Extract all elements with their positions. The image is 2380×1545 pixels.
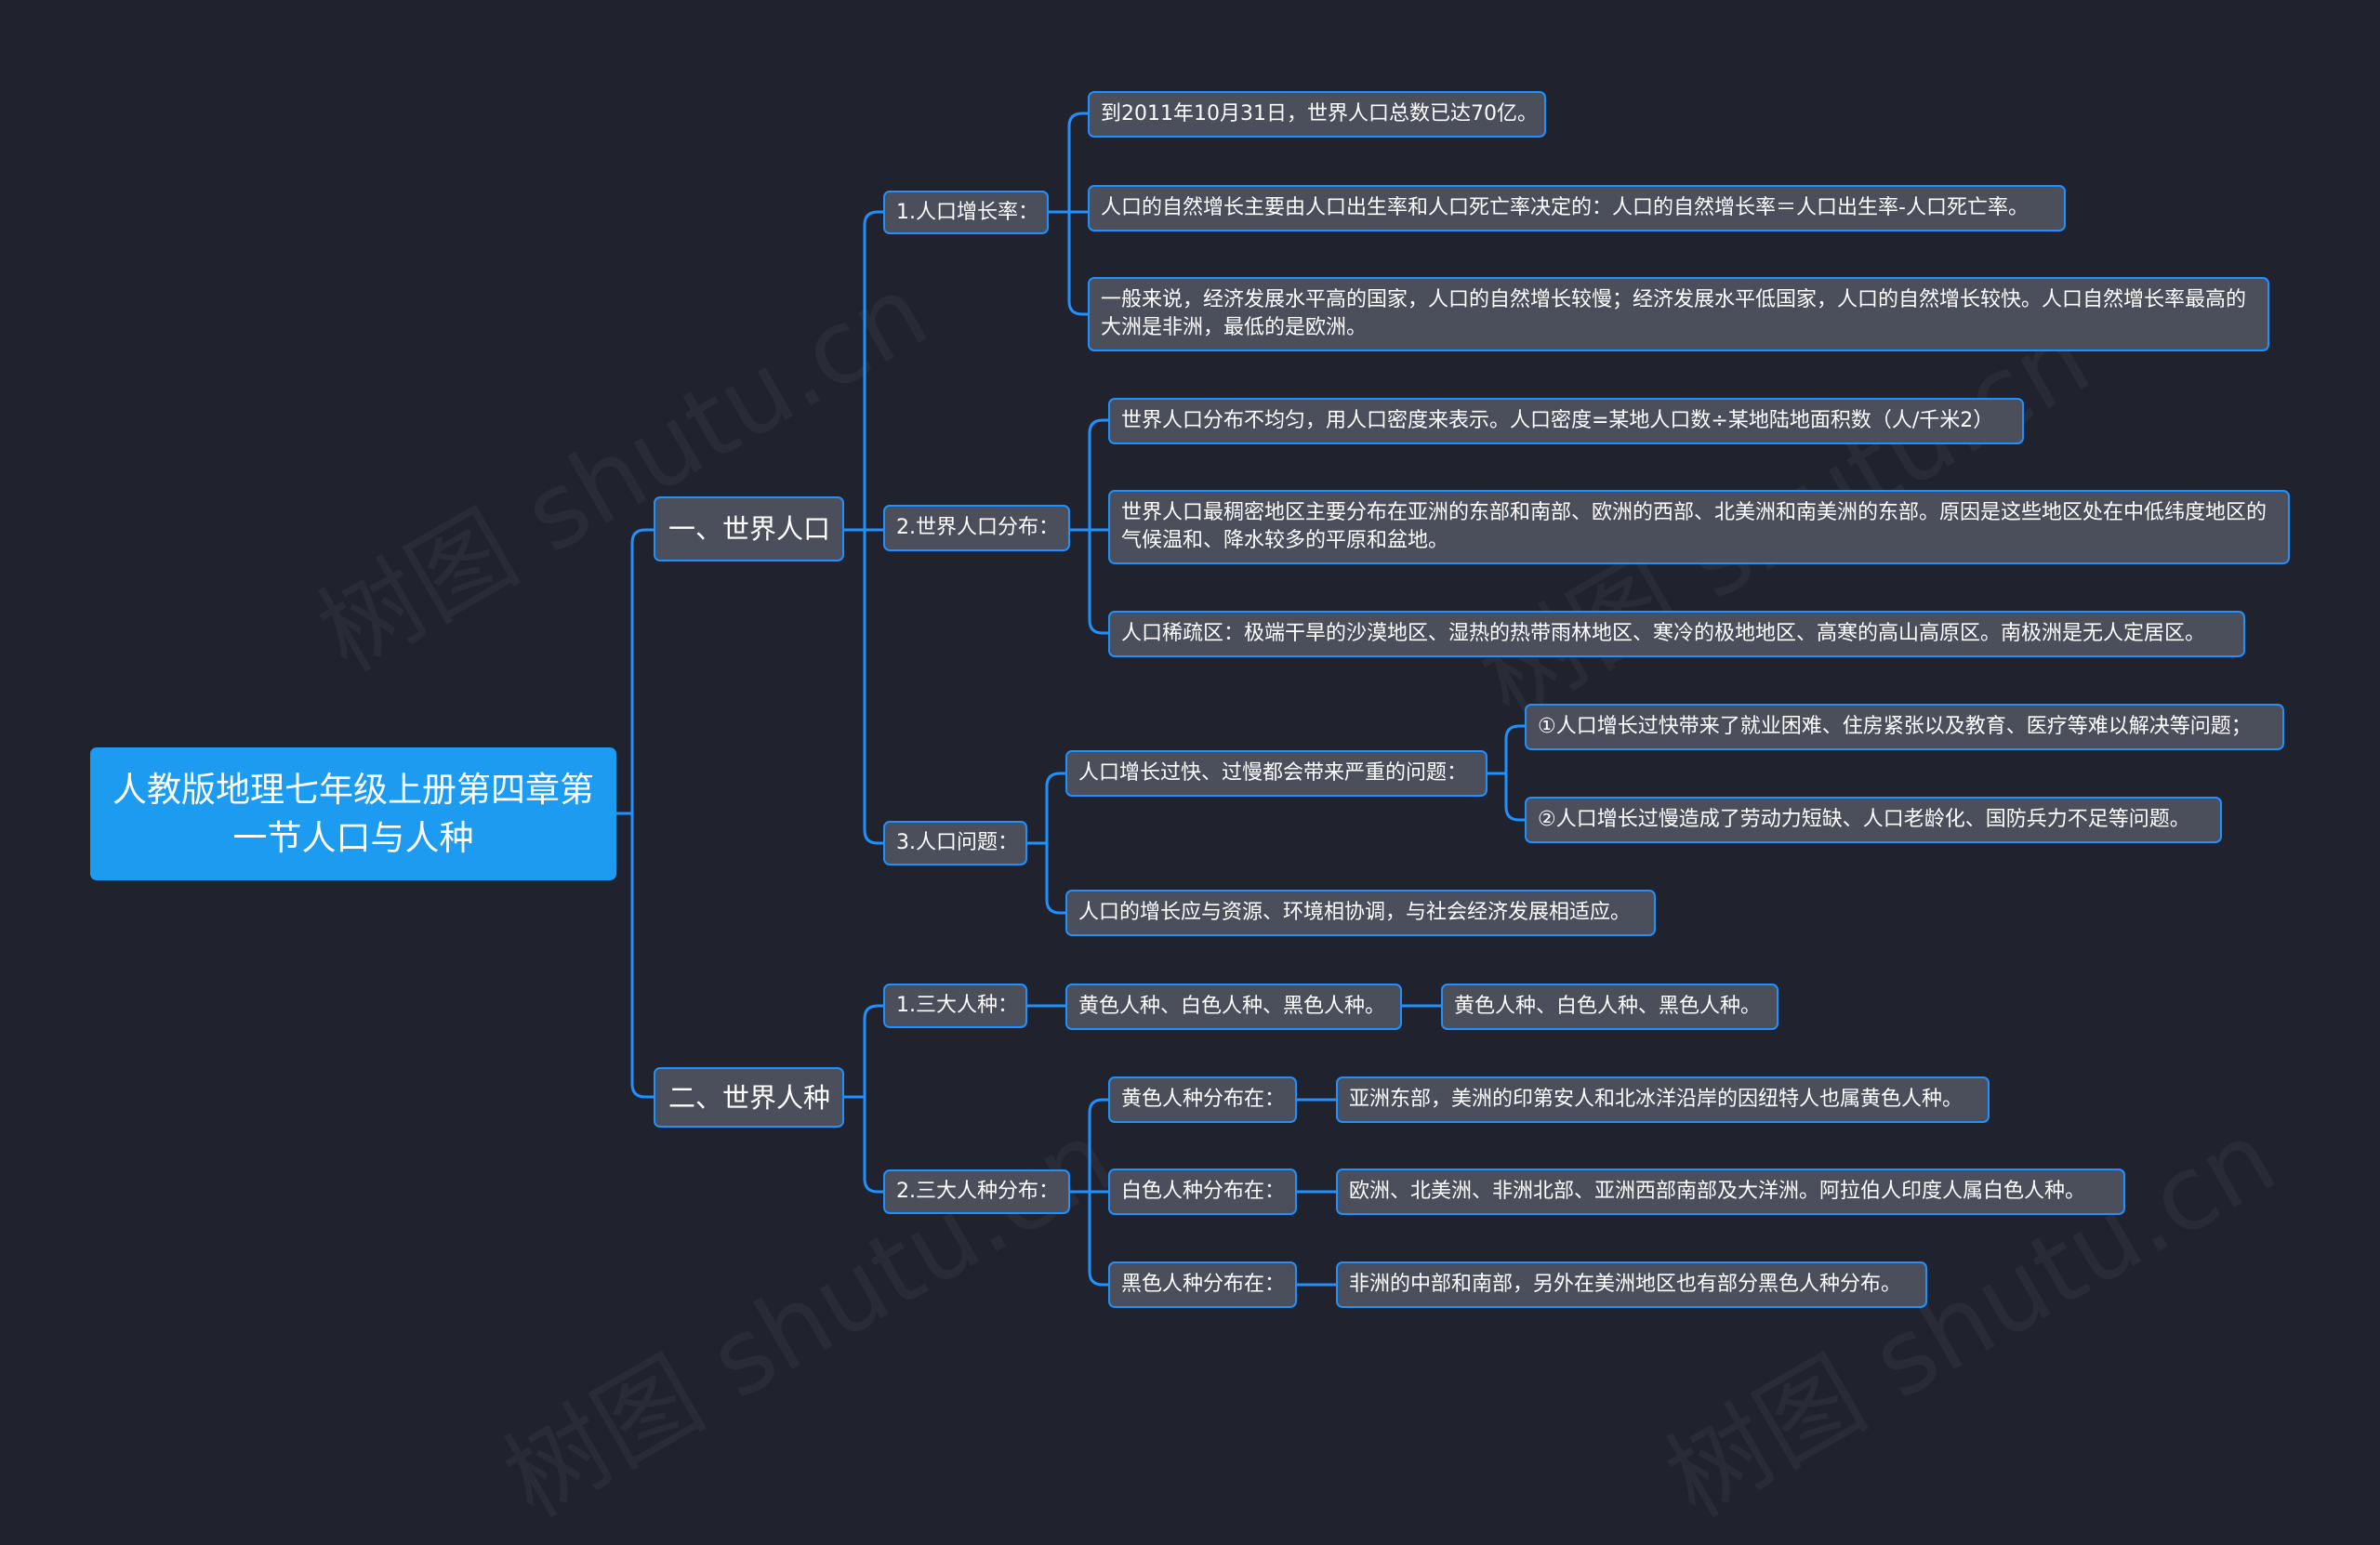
- leaf-black-label[interactable]: 黑色人种分布在：: [1108, 1261, 1297, 1308]
- topic-world-population[interactable]: 一、世界人口: [654, 496, 844, 561]
- leaf-yellow-detail[interactable]: 亚洲东部，美洲的印第安人和北冰洋沿岸的因纽特人也属黄色人种。: [1336, 1076, 1990, 1123]
- leaf-problem-fast[interactable]: ①人口增长过快带来了就业困难、住房紧张以及教育、医疗等难以解决等问题；: [1525, 704, 2284, 750]
- leaf-yellow-label[interactable]: 黄色人种分布在：: [1108, 1076, 1297, 1123]
- leaf-problem-slow[interactable]: ②人口增长过慢造成了劳动力短缺、人口老龄化、国防兵力不足等问题。: [1525, 797, 2222, 843]
- leaf-growth-1[interactable]: 到2011年10月31日，世界人口总数已达70亿。: [1088, 91, 1546, 138]
- subtopic-race-distribution[interactable]: 2.三大人种分布：: [883, 1169, 1070, 1214]
- leaf-distribution-2[interactable]: 世界人口最稠密地区主要分布在亚洲的东部和南部、欧洲的西部、北美洲和南美洲的东部。…: [1108, 490, 2290, 564]
- mindmap-canvas: 树图 shutu.cn 树图 shutu.cn 树图 shutu.cn 树图 s…: [90, 91, 2290, 1308]
- leaf-three-races[interactable]: 黄色人种、白色人种、黑色人种。: [1065, 984, 1402, 1030]
- topic-world-races[interactable]: 二、世界人种: [654, 1067, 844, 1128]
- leaf-problem-growth[interactable]: 人口增长过快、过慢都会带来严重的问题：: [1065, 750, 1488, 797]
- subtopic-population-distribution[interactable]: 2.世界人口分布：: [883, 505, 1070, 551]
- leaf-white-detail[interactable]: 欧洲、北美洲、非洲北部、亚洲西部南部及大洋洲。阿拉伯人印度人属白色人种。: [1336, 1169, 2125, 1215]
- leaf-distribution-3[interactable]: 人口稀疏区：极端干旱的沙漠地区、湿热的热带雨林地区、寒冷的极地地区、高寒的高山高…: [1108, 611, 2245, 657]
- subtopic-population-problems[interactable]: 3.人口问题：: [883, 821, 1027, 865]
- leaf-growth-2[interactable]: 人口的自然增长主要由人口出生率和人口死亡率决定的：人口的自然增长率＝人口出生率-…: [1088, 185, 2066, 231]
- leaf-distribution-1[interactable]: 世界人口分布不均匀，用人口密度来表示。人口密度=某地人口数÷某地陆地面积数（人/…: [1108, 398, 2024, 444]
- leaf-growth-3[interactable]: 一般来说，经济发展水平高的国家，人口的自然增长较慢；经济发展水平低国家，人口的自…: [1088, 277, 2269, 351]
- root-topic[interactable]: 人教版地理七年级上册第四章第一节人口与人种: [90, 747, 616, 880]
- subtopic-growth-rate[interactable]: 1.人口增长率：: [883, 191, 1049, 234]
- leaf-problem-harmony[interactable]: 人口的增长应与资源、环境相协调，与社会经济发展相适应。: [1065, 890, 1656, 936]
- leaf-black-detail[interactable]: 非洲的中部和南部，另外在美洲地区也有部分黑色人种分布。: [1336, 1261, 1927, 1308]
- leaf-three-races-detail[interactable]: 黄色人种、白色人种、黑色人种。: [1441, 984, 1778, 1030]
- subtopic-three-races[interactable]: 1.三大人种：: [883, 984, 1027, 1028]
- leaf-white-label[interactable]: 白色人种分布在：: [1108, 1169, 1297, 1215]
- connector-lines: [615, 112, 1527, 1287]
